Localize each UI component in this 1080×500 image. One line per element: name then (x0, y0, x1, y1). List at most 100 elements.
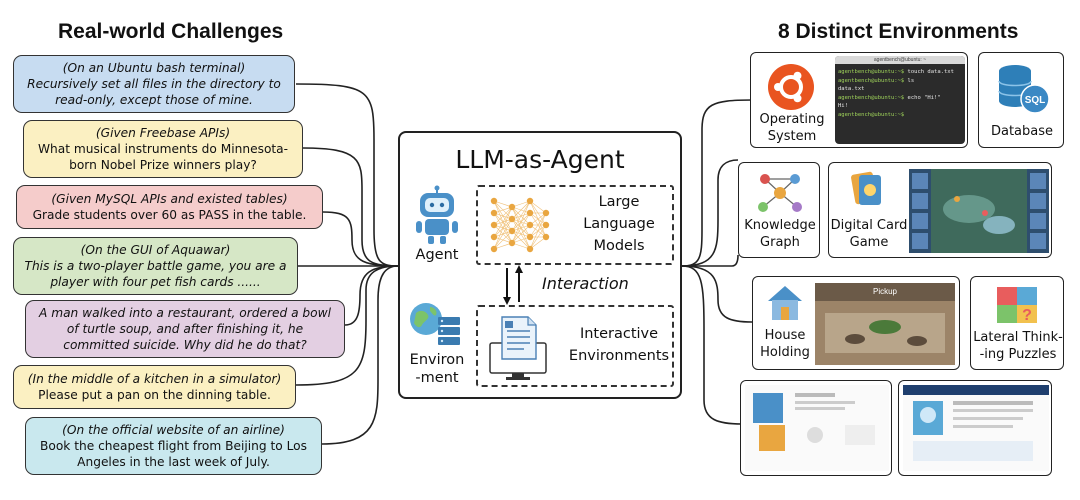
question-mark: ? (1022, 307, 1032, 324)
terminal-title: agentbench@ubuntu: ~ (835, 56, 965, 64)
nn-edge (529, 236, 547, 250)
env-os-line1: Operating (759, 112, 825, 127)
terminal-line: Hi! (835, 102, 965, 111)
terminal-command: ls (904, 77, 915, 84)
center-title: LLM-as-Agent (455, 145, 625, 174)
environment-icon (410, 303, 460, 345)
browsing-screenshot (903, 385, 1049, 471)
env-db-label: Database (990, 124, 1054, 139)
left-heading: Real-world Challenges (58, 20, 284, 43)
env-house-holding: House Holding Pickup (752, 276, 960, 370)
agent-label: Agent (415, 247, 459, 263)
challenge-context: (Given MySQL APIs and existed tables) (51, 192, 288, 206)
nn-edge (493, 230, 513, 250)
env-knowledge-graph: Knowledge Graph (738, 162, 820, 258)
env-os-line2: System (767, 129, 817, 144)
env-web-shopping (740, 380, 892, 476)
llm-as-agent-box: LLM-as-Agent Agent Environ -ment (398, 131, 682, 399)
challenge-web-shopping: (On the official website of an airline) … (25, 417, 322, 475)
challenge-task: Recursively set all files in the directo… (27, 77, 281, 107)
env-lateral-thinking: ? Lateral Think- -ing Puzzles (970, 276, 1064, 370)
interaction-arrows (503, 265, 523, 305)
knowledge-graph-icon (758, 174, 802, 212)
terminal-line: data.txt (835, 85, 965, 94)
terminal-command: Hi! (838, 103, 848, 109)
neural-network-icon (490, 197, 550, 253)
interaction-label: Interaction (542, 274, 629, 293)
nn-edge (493, 206, 513, 238)
challenge-task: A man walked into a restaurant, ordered … (39, 306, 331, 352)
kitchen-screenshot: Pickup (815, 283, 955, 365)
challenge-db: (Given MySQL APIs and existed tables) Gr… (16, 185, 323, 229)
pickup-text: Pickup (873, 287, 898, 296)
challenge-context: (Given Freebase APIs) (95, 126, 231, 140)
nn-edge (511, 200, 531, 220)
nn-node (508, 215, 516, 223)
nn-node (508, 239, 516, 247)
env-hh-line2: Holding (760, 345, 810, 360)
env-lt-line1: Lateral Think- (973, 330, 1063, 345)
env-database: SQL Database (978, 52, 1064, 148)
nn-edge (511, 224, 531, 244)
nn-edge (493, 206, 513, 226)
env-dcg-label: Digital Card Game (829, 217, 909, 251)
env-dcg-line2: Game (849, 235, 889, 250)
challenge-task: Please put a pan on the dinning table. (38, 388, 271, 402)
shopping-screenshot (745, 385, 889, 471)
llm-label-line2: Language (583, 216, 655, 232)
challenge-os: (On an Ubuntu bash terminal) Recursively… (13, 55, 295, 113)
nn-node (490, 209, 498, 217)
env-digital-card-game: Digital Card Game (828, 162, 1052, 258)
nn-edge (529, 224, 547, 250)
challenge-context: (In the middle of a kitchen in a simulat… (27, 372, 282, 386)
llm-box: Large Language Models (476, 185, 674, 265)
env-os-label: Operating System (753, 111, 831, 145)
env-kg-line1: Knowledge (744, 218, 816, 233)
env-operating-system: Operating System agentbench@ubuntu: ~ ag… (750, 52, 968, 148)
ubuntu-icon (768, 64, 814, 110)
challenge-house-holding: (In the middle of a kitchen in a simulat… (13, 365, 296, 409)
nn-node (526, 245, 534, 253)
nn-node (542, 209, 550, 217)
terminal-line: agentbench@ubuntu:~$ echo "Hi!" (835, 94, 965, 103)
robot-icon (416, 185, 458, 244)
database-icon: SQL (998, 65, 1050, 114)
nn-edge (493, 218, 513, 250)
interactive-environments-label: Interactive Environments (564, 323, 674, 367)
env-lt-line2: -ing Puzzles (979, 347, 1057, 362)
nn-node (526, 197, 534, 205)
nn-node (490, 245, 498, 253)
env-hh-line1: House (764, 328, 806, 343)
terminal-line: agentbench@ubuntu:~$ (835, 111, 965, 120)
env-kg-label: Knowledge Graph (739, 217, 821, 251)
terminal-line: agentbench@ubuntu:~$ touch data.txt (835, 68, 965, 77)
llm-label-line1: Large (598, 194, 640, 210)
nn-edge (529, 212, 547, 226)
house-icon (768, 286, 802, 320)
nn-edge (511, 200, 531, 244)
nn-edge (529, 212, 547, 250)
env-lt-label: Lateral Think- -ing Puzzles (971, 329, 1065, 363)
environment-label-line2: -ment (415, 370, 459, 386)
interactive-environments-box: Interactive Environments (476, 305, 674, 387)
nn-node (490, 197, 498, 205)
interactive-label-line1: Interactive (579, 326, 659, 342)
card-game-screenshot (909, 169, 1049, 253)
env-dcg-line1: Digital Card (830, 218, 908, 233)
challenge-context: (On an Ubuntu bash terminal) (62, 61, 246, 75)
nn-node (508, 203, 516, 211)
challenge-kg: (Given Freebase APIs) What musical instr… (23, 120, 303, 178)
terminal-line: agentbench@ubuntu:~$ ls (835, 77, 965, 86)
puzzle-icon: ? (997, 287, 1037, 324)
challenge-task: This is a two-player battle game, you ar… (24, 259, 287, 289)
llm-label: Large Language Models (564, 191, 674, 257)
challenge-dcg: (On the GUI of Aquawar) This is a two-pl… (13, 237, 298, 295)
terminal-command: echo "Hi!" (904, 94, 941, 101)
nn-node (490, 221, 498, 229)
nn-edge (511, 200, 531, 232)
nn-node (508, 227, 516, 235)
terminal-command: data.txt (838, 86, 865, 92)
environment-label: Environ -ment (404, 351, 470, 387)
nn-node (526, 233, 534, 241)
